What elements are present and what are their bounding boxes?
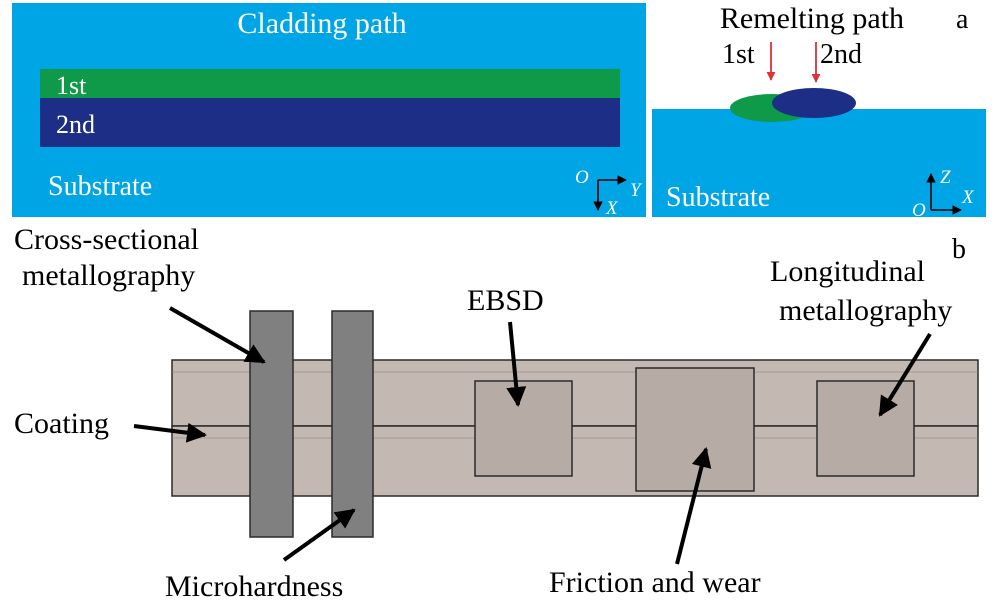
cross-sectional-label-line2: metallography: [22, 259, 195, 292]
ebsd-arrow: [506, 321, 527, 407]
remelting-path-title: Remelting path: [720, 2, 904, 35]
first-track-band: [40, 69, 620, 98]
ebsd-label: EBSD: [467, 284, 544, 317]
friction-wear-sample: [635, 367, 755, 492]
friction-wear-label: Friction and wear: [549, 566, 761, 599]
remelt-first-label: 1st: [722, 39, 755, 70]
side-view-axes: Z O X: [912, 167, 975, 221]
cross-section-slab-1: [249, 310, 294, 538]
longitudinal-label-line1: Longitudinal: [770, 255, 925, 288]
sampling-diagram-panel: b Cross-sectional metallography EBSD Lon…: [14, 223, 979, 603]
cross-section-slab-2: [331, 310, 374, 538]
top-axis-x: X: [605, 198, 619, 219]
side-substrate-label: Substrate: [666, 182, 770, 213]
top-substrate-label: Substrate: [48, 171, 152, 202]
side-axis-origin: O: [912, 200, 926, 221]
cross-sectional-label-line1: Cross-sectional: [14, 223, 199, 256]
side-view-panel: Remelting path a 1st 2nd Substrate Z O X: [652, 2, 986, 221]
ebsd-sample: [474, 380, 573, 477]
remelt-second-label: 2nd: [820, 39, 862, 70]
first-track-label: 1st: [56, 71, 87, 100]
second-track-label: 2nd: [56, 110, 95, 139]
microhardness-label: Microhardness: [165, 570, 343, 603]
friction-wear-arrow: [675, 447, 712, 565]
top-view-panel: Cladding path 1st 2nd Substrate O Y X: [12, 3, 646, 219]
microhardness-arrow: [282, 508, 356, 562]
panel-b-label: b: [952, 234, 966, 265]
longitudinal-label-line2: metallography: [779, 294, 952, 327]
cladding-path-title: Cladding path: [237, 7, 406, 40]
panel-a-label: a: [956, 4, 969, 35]
top-axis-y: Y: [630, 180, 643, 201]
side-axis-x: X: [961, 187, 975, 208]
top-axis-origin: O: [575, 167, 589, 188]
side-axis-z: Z: [940, 167, 951, 188]
longitudinal-arrow: [878, 332, 932, 417]
pointer-arrows: [133, 306, 932, 565]
longitudinal-sample: [816, 380, 915, 477]
coating-label: Coating: [14, 407, 109, 440]
coating-arrow: [133, 422, 207, 443]
second-remelt-bead: [772, 88, 856, 118]
second-track-band: [40, 98, 620, 147]
top-view-axes: O Y X: [575, 167, 643, 219]
cross-section-arrow: [169, 306, 266, 364]
